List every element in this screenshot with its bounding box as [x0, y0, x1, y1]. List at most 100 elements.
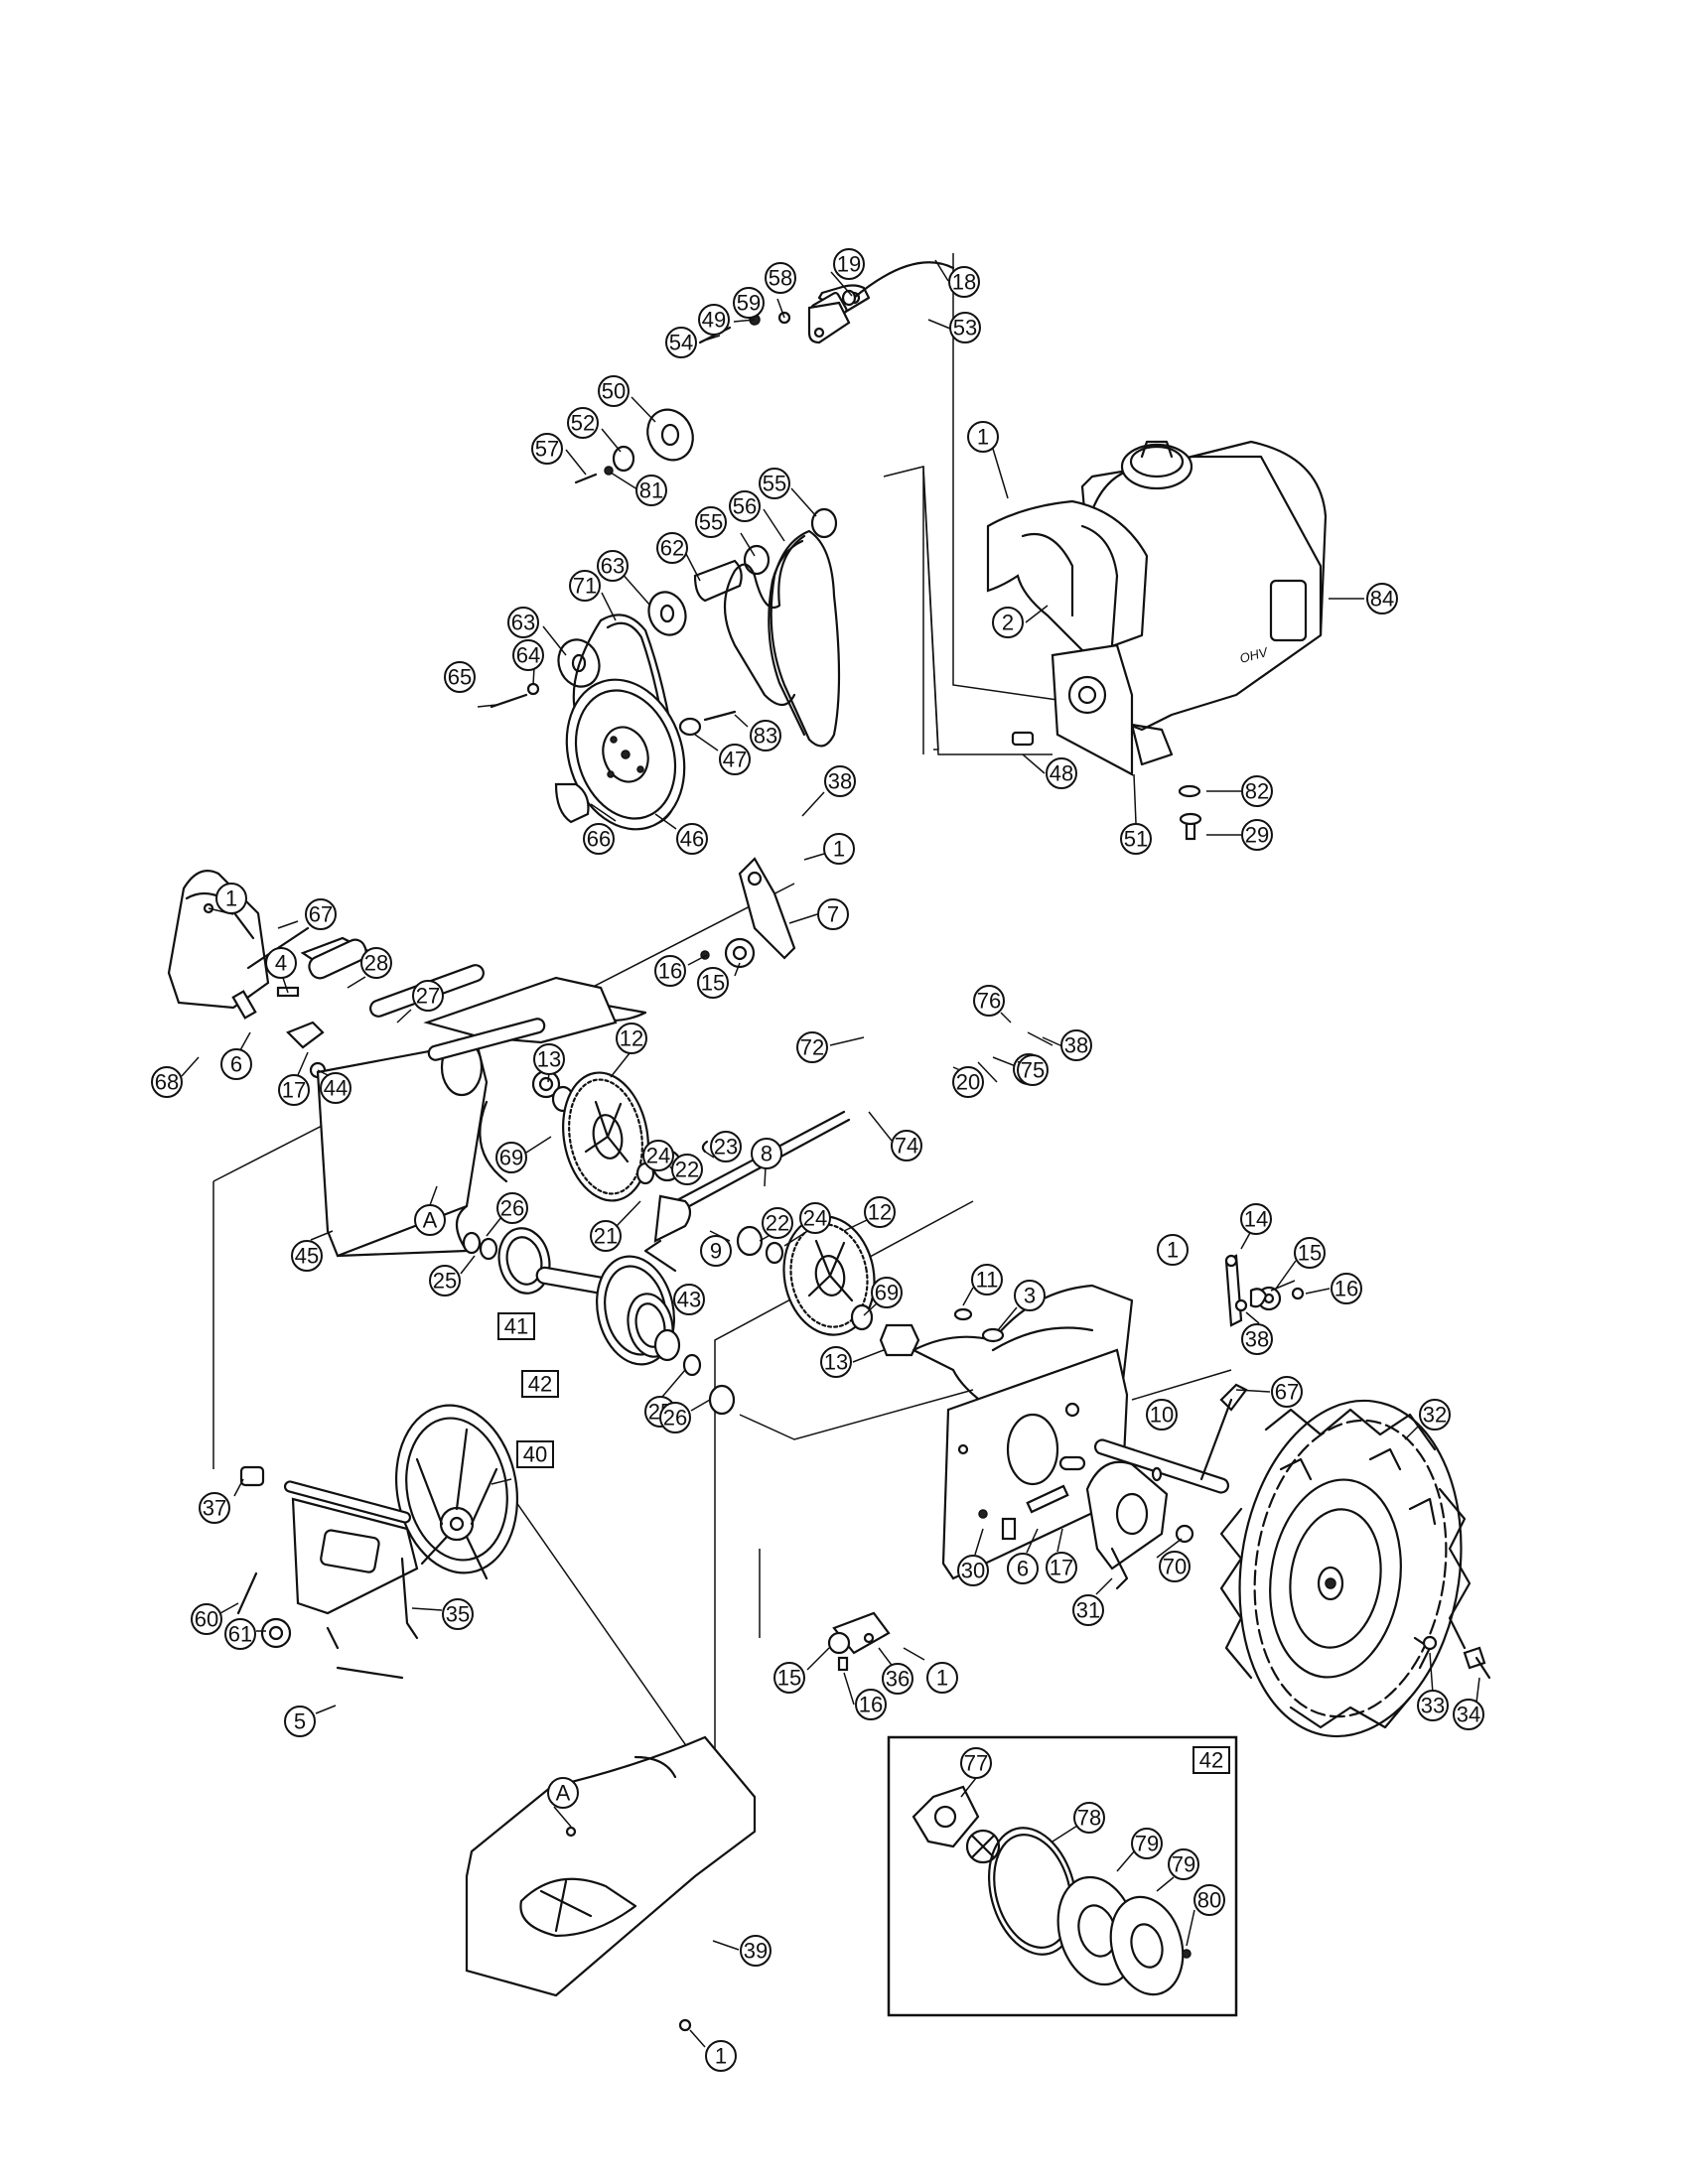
callout: 15	[1294, 1237, 1326, 1269]
callout: 67	[305, 898, 337, 930]
svg-text:62: 62	[660, 536, 684, 561]
callout: 17	[1046, 1552, 1077, 1583]
callout: 4	[265, 947, 297, 979]
callout: 48	[1046, 757, 1077, 789]
svg-text:1: 1	[715, 2044, 727, 2069]
callout: 1	[1157, 1234, 1189, 1266]
callout: 26	[496, 1192, 528, 1224]
svg-text:4: 4	[275, 951, 287, 976]
callout: 21	[590, 1220, 622, 1252]
callout: 44	[320, 1072, 351, 1104]
lower-bracket	[827, 1611, 891, 1672]
svg-text:67: 67	[309, 902, 333, 927]
svg-text:A: A	[423, 1208, 438, 1233]
callout: 24	[642, 1140, 674, 1171]
svg-text:68: 68	[155, 1070, 179, 1095]
svg-text:11: 11	[976, 1268, 999, 1293]
callout: 24	[799, 1202, 831, 1234]
svg-text:38: 38	[828, 769, 852, 794]
assembly-callout: 41	[497, 1312, 535, 1340]
callout: 36	[882, 1663, 913, 1695]
callout: 9	[700, 1235, 732, 1267]
svg-text:53: 53	[953, 316, 977, 341]
svg-text:15: 15	[701, 971, 725, 996]
svg-text:25: 25	[433, 1269, 457, 1294]
callout: 1	[967, 421, 999, 453]
assembly-callouts: 41 42 40 42	[497, 1312, 1230, 1774]
callout: 74	[891, 1130, 922, 1161]
gear-train	[531, 1069, 920, 1357]
callout: 63	[597, 550, 629, 582]
svg-text:29: 29	[1245, 823, 1269, 848]
svg-text:38: 38	[1245, 1327, 1269, 1352]
svg-text:63: 63	[511, 611, 535, 635]
callout: 18	[948, 266, 980, 298]
svg-text:48: 48	[1050, 761, 1073, 786]
svg-text:5: 5	[294, 1709, 306, 1734]
callout: 12	[864, 1196, 896, 1228]
callout: 80	[1193, 1884, 1225, 1916]
drive-belts-and-pulleys	[490, 507, 841, 831]
callout: 63	[507, 607, 539, 638]
callout: 64	[512, 639, 544, 671]
reference-markers: A A	[414, 1185, 579, 1809]
callout: 55	[759, 468, 790, 499]
svg-text:24: 24	[646, 1144, 670, 1168]
assembly-callout: 42	[521, 1370, 559, 1398]
callout: 38	[1241, 1323, 1273, 1355]
callout: 84	[1366, 583, 1398, 614]
svg-text:30: 30	[961, 1559, 985, 1583]
callout: 27	[412, 980, 444, 1012]
svg-text:21: 21	[594, 1224, 618, 1249]
svg-text:15: 15	[1298, 1241, 1322, 1266]
callout: 59	[733, 287, 765, 319]
callout: 16	[654, 955, 686, 987]
callout: 66	[583, 823, 615, 855]
svg-text:72: 72	[800, 1035, 824, 1060]
callout: 8	[751, 1138, 782, 1169]
svg-text:58: 58	[769, 266, 792, 291]
callout: 26	[659, 1402, 691, 1433]
svg-text:82: 82	[1245, 779, 1269, 804]
svg-text:1: 1	[1167, 1238, 1179, 1263]
callout: 16	[1331, 1273, 1362, 1304]
svg-text:1: 1	[833, 837, 845, 862]
callout: 13	[533, 1043, 565, 1075]
svg-text:38: 38	[1064, 1033, 1088, 1058]
callout: 22	[671, 1154, 703, 1185]
callout: 78	[1073, 1802, 1105, 1834]
callout: 76	[973, 985, 1005, 1017]
callout: 2	[992, 607, 1024, 638]
engine-brand-marking: OHV	[1238, 644, 1270, 666]
callout: 7	[817, 898, 849, 930]
svg-text:79: 79	[1172, 1852, 1195, 1877]
svg-text:44: 44	[324, 1076, 348, 1101]
callout: 33	[1417, 1690, 1449, 1721]
callout: 30	[957, 1555, 989, 1586]
svg-text:35: 35	[446, 1602, 470, 1627]
svg-text:13: 13	[537, 1047, 561, 1072]
callout: 37	[199, 1492, 230, 1524]
svg-text:1: 1	[225, 887, 237, 911]
callout: 71	[569, 570, 601, 602]
assembly-callout: 42	[1193, 1746, 1230, 1774]
svg-text:69: 69	[875, 1281, 899, 1305]
reference-marker-a: A	[414, 1204, 446, 1236]
svg-text:17: 17	[282, 1078, 306, 1103]
svg-text:37: 37	[203, 1496, 226, 1521]
svg-text:63: 63	[601, 554, 625, 579]
svg-text:12: 12	[868, 1200, 892, 1225]
svg-text:3: 3	[1024, 1284, 1036, 1308]
svg-text:8: 8	[761, 1142, 772, 1166]
inset-detail	[887, 1735, 1238, 2017]
svg-text:16: 16	[658, 959, 682, 984]
callout: 45	[291, 1240, 323, 1272]
svg-text:27: 27	[416, 984, 440, 1009]
callout: 81	[635, 475, 667, 506]
callout: 79	[1168, 1848, 1199, 1880]
svg-text:A: A	[556, 1781, 571, 1806]
callout: 43	[673, 1284, 705, 1315]
callout: 23	[710, 1131, 742, 1162]
callout: 52	[567, 407, 599, 439]
svg-text:10: 10	[1150, 1403, 1174, 1428]
